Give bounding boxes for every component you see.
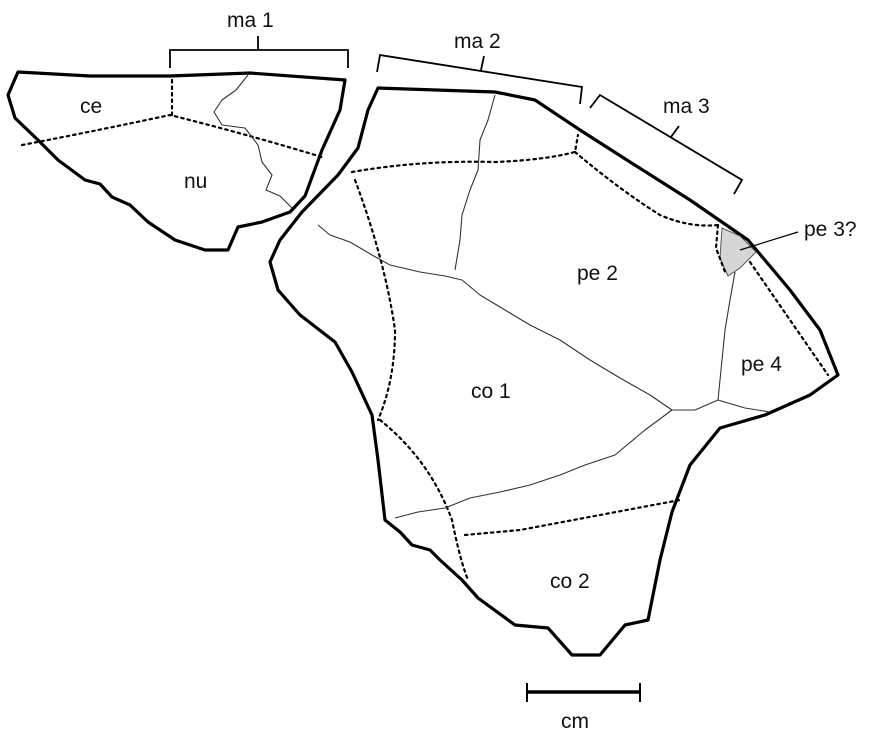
bracket-ma2: [376, 53, 583, 105]
left-fragment: [6, 70, 347, 252]
label-nu: nu: [184, 170, 207, 193]
label-co2: co 2: [550, 570, 590, 593]
pe3-shaded-area: [719, 227, 757, 277]
crack-lower-diagonal: [394, 409, 673, 519]
label-pe2: pe 2: [577, 262, 618, 285]
bracket-ma3: [589, 93, 744, 195]
label-pe4: pe 4: [741, 353, 782, 376]
label-ma3: ma 3: [663, 95, 710, 118]
crack-pe4-left: [717, 271, 736, 401]
sulcus-ma3-inner: [573, 150, 720, 227]
crack-pe4-bottom: [672, 399, 771, 413]
label-scale-unit: cm: [561, 710, 589, 733]
crack-central-vertical: [454, 94, 496, 271]
scale-bar: [526, 683, 641, 702]
sulcus-pe3-left: [714, 223, 727, 274]
pe3-leader-line: [739, 231, 799, 251]
label-co1: co 1: [471, 380, 511, 403]
crack-upper-left: [317, 224, 463, 281]
crack-diagonal: [461, 279, 673, 411]
label-ma1: ma 1: [227, 9, 274, 32]
sulcus-co1-lower: [378, 418, 470, 582]
sulcus-co1-left: [353, 178, 397, 422]
sulcus-co2-upper: [463, 498, 682, 537]
label-ma2: ma 2: [454, 30, 501, 53]
right-fragment: [268, 86, 840, 657]
label-ce: ce: [80, 95, 102, 118]
left-fragment-outline: [6, 70, 347, 252]
sulcus-cervical-nuchal: [20, 113, 327, 160]
label-pe3: pe 3?: [804, 218, 857, 241]
sulcus-pe3-diagonal: [748, 260, 830, 377]
right-fragment-outline: [268, 86, 840, 657]
bracket-ma1: [169, 36, 349, 68]
crack-left-fragment: [213, 74, 293, 209]
sulcus-marginal-upper: [350, 133, 580, 174]
